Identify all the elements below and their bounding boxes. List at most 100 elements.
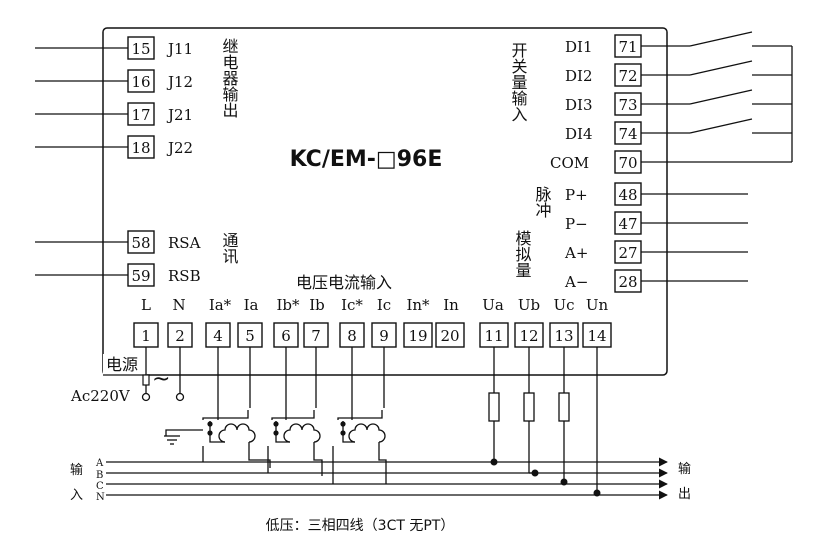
terminal-name: DI1: [565, 38, 593, 56]
terminal-number: 12: [519, 327, 538, 345]
terminal-name: J12: [166, 73, 193, 91]
meter-body: [102, 27, 668, 376]
relay-output-group: 15 16 17 18 J11 J12 J21 J22 继电器输出: [35, 36, 239, 159]
terminal-number: 14: [587, 327, 606, 345]
terminal-number: 19: [408, 327, 427, 345]
comm-section-label: 通讯: [220, 232, 239, 265]
pulse-group: 脉冲 P+ P− 48 47: [533, 182, 748, 235]
terminal-name: Ua: [482, 296, 504, 314]
terminal-name: Ic: [377, 296, 391, 314]
fuse-icon: [558, 392, 570, 422]
relay-section-label: 继电器输出: [220, 38, 239, 118]
terminal-number: 58: [131, 234, 150, 252]
voltage-wiring: [488, 347, 601, 497]
terminal-number: 4: [213, 327, 223, 345]
terminal-name: In*: [406, 296, 430, 314]
fuse-icon: [142, 374, 150, 386]
bus-input-label: 入: [70, 488, 83, 503]
terminal-name: In: [443, 296, 459, 314]
terminal-box: [514, 322, 544, 348]
power-label: 电源: [106, 355, 138, 374]
terminal-number: 73: [618, 96, 637, 114]
terminal-name: Ic*: [341, 296, 363, 314]
terminal-name: N: [172, 296, 185, 314]
terminal-dot-icon: [141, 392, 151, 402]
terminal-name: DI3: [565, 96, 593, 114]
terminal-name: Ib: [309, 296, 325, 314]
terminal-name: Ub: [518, 296, 540, 314]
terminal-number: 6: [281, 327, 291, 345]
bus-output-label: 输: [678, 461, 691, 477]
terminal-number: 18: [131, 139, 150, 157]
terminal-number: 1: [141, 327, 151, 345]
terminal-box: [127, 69, 155, 93]
terminal-number: 15: [131, 40, 150, 58]
ct-coil-icon: [342, 421, 355, 443]
terminal-name: J11: [166, 40, 193, 58]
terminal-name: P−: [565, 215, 588, 233]
terminal-box: [133, 322, 159, 348]
terminal-name: RSA: [168, 234, 201, 252]
terminal-dot-icon: [175, 392, 185, 402]
model-label: KC/EM-□96E: [290, 147, 443, 172]
terminal-box: [273, 322, 299, 348]
terminal-number: 8: [347, 327, 357, 345]
terminal-name: A+: [564, 244, 588, 262]
bus-input-label: 输: [70, 462, 83, 478]
terminal-box: [403, 322, 433, 348]
terminal-box: [479, 322, 509, 348]
terminal-name: Ia: [244, 296, 259, 314]
comm-group: 58 59 RSA RSB 通讯: [35, 230, 239, 287]
ct-coil-icon: [218, 423, 256, 443]
voltage-current-group: 电压电流输入 L N Ia* Ia Ib* Ib Ic* Ic In* In U…: [133, 273, 612, 348]
switch-input-group: 开关量输入 DI1 DI2 DI3 DI4 COM 71 72 73 74 70: [509, 31, 793, 174]
switch-input-section-label: 开关量输入: [509, 42, 528, 122]
terminal-name: Ib*: [276, 296, 300, 314]
ct-coil-icon: [209, 421, 225, 443]
supply-voltage-label: Ac220V: [70, 387, 131, 405]
switch-contacts: [641, 31, 793, 163]
terminal-number: 20: [440, 327, 459, 345]
terminal-name: Un: [586, 296, 609, 314]
terminal-number: 5: [245, 327, 255, 345]
terminal-box: [127, 36, 155, 60]
diagram-caption: 低压：三相四线（3CT 无PT）: [266, 518, 455, 534]
voltage-current-section-label: 电压电流输入: [296, 273, 392, 292]
bus-lines: 输 入 A B C N 输 出: [70, 446, 691, 503]
ct-coil-icon: [348, 423, 386, 443]
analog-section-label: 模拟量: [513, 230, 532, 278]
terminal-number: 27: [618, 244, 637, 262]
analog-group: 模拟量 A+ A− 27 28: [513, 230, 748, 293]
terminal-box: [127, 230, 155, 254]
terminal-name: J22: [166, 139, 193, 157]
terminal-box: [435, 322, 465, 348]
terminal-number: 74: [618, 125, 637, 143]
terminal-name: A−: [564, 273, 588, 291]
terminal-number: 72: [618, 67, 637, 85]
ct-coil-icon: [283, 423, 321, 443]
fuse-icon: [488, 392, 500, 422]
terminal-box: [339, 322, 365, 348]
terminal-number: 47: [618, 215, 637, 233]
ac-wave-icon: ~: [152, 367, 170, 392]
terminal-number: 28: [618, 273, 637, 291]
terminal-number: 17: [131, 106, 150, 124]
terminal-number: 16: [131, 73, 150, 91]
terminal-name: P+: [565, 186, 588, 204]
terminal-box: [127, 135, 155, 159]
terminal-number: 9: [379, 327, 389, 345]
terminal-name: J21: [166, 106, 193, 124]
terminal-box: [167, 322, 193, 348]
terminal-number: 13: [554, 327, 573, 345]
terminal-number: 2: [175, 327, 185, 345]
terminal-number: 70: [618, 154, 637, 172]
terminal-number: 7: [311, 327, 321, 345]
ct-wiring: [164, 347, 387, 484]
pulse-section-label: 脉冲: [533, 186, 552, 218]
terminal-number: 59: [131, 267, 150, 285]
phase-label: A: [95, 458, 104, 469]
phase-label: N: [96, 492, 105, 503]
terminal-box: [127, 263, 155, 287]
terminal-number: 71: [618, 38, 637, 56]
terminal-name: DI4: [565, 125, 593, 143]
